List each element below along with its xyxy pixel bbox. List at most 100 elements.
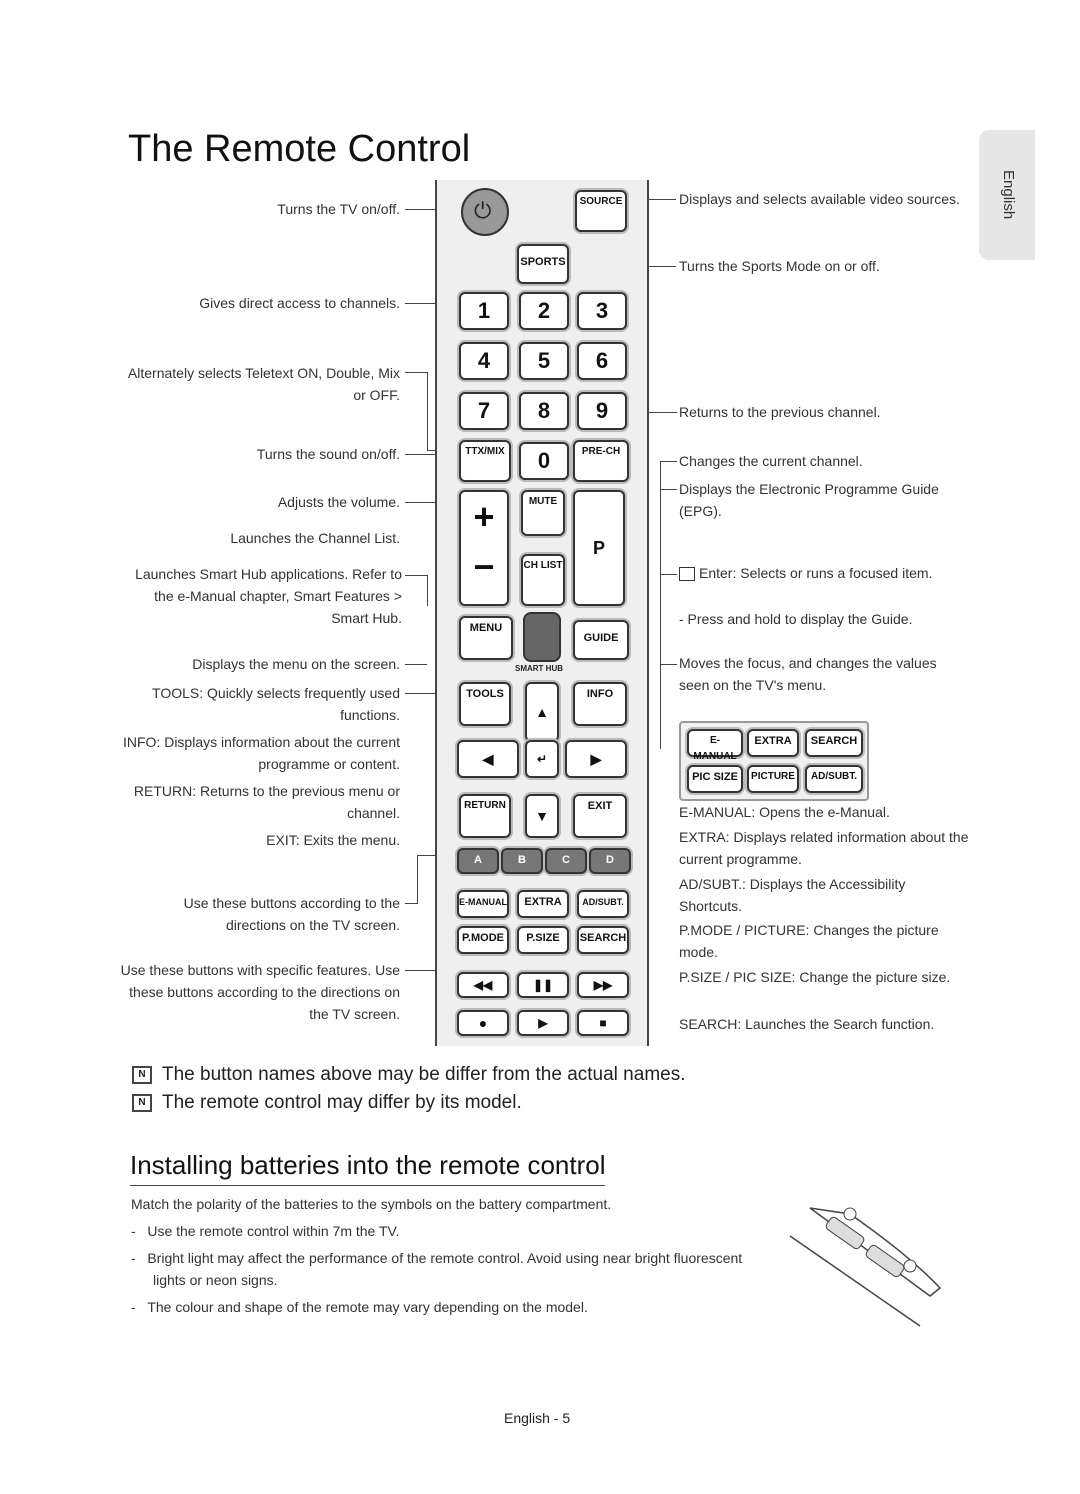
digit-8-button[interactable]: 8 <box>519 392 569 430</box>
callout-psize: P.SIZE / PIC SIZE: Change the picture si… <box>679 969 951 985</box>
pause-button[interactable]: ❚❚ <box>517 972 569 998</box>
up-button[interactable]: ▲ <box>525 682 559 742</box>
leader-line <box>660 489 677 640</box>
callout-volume: Adjusts the volume. <box>277 494 400 510</box>
channel-rocker[interactable]: P <box>573 490 625 606</box>
power-icon: ⏻ <box>474 198 492 223</box>
info-button[interactable]: INFO <box>573 682 627 726</box>
sports-button[interactable]: SPORTS <box>517 244 569 284</box>
panel-extra-button[interactable]: EXTRA <box>747 729 799 757</box>
battery-bullet-3: - The colour and shape of the remote may… <box>131 1299 588 1315</box>
callout-prech: Returns to the previous channel. <box>679 404 881 420</box>
note-icon: N <box>132 1093 152 1112</box>
callout-tools: TOOLS: Quickly selects frequently used f… <box>152 685 400 723</box>
digit-3-button[interactable]: 3 <box>577 292 627 330</box>
down-button[interactable]: ▼ <box>525 794 559 838</box>
left-button[interactable]: ◀ <box>457 740 519 778</box>
guide-button[interactable]: GUIDE <box>573 620 629 660</box>
leader-line <box>660 664 677 749</box>
battery-compartment-illustration <box>789 1207 942 1327</box>
leader-line <box>417 855 444 904</box>
digit-9-button[interactable]: 9 <box>577 392 627 430</box>
callout-return: RETURN: Returns to the previous menu or … <box>133 783 400 821</box>
smart-hub-label: SMART HUB <box>515 664 563 673</box>
menu-button[interactable]: MENU <box>459 616 513 660</box>
leader-line <box>405 575 428 606</box>
panel-search-button[interactable]: SEARCH <box>805 729 863 757</box>
mute-button[interactable]: MUTE <box>521 490 565 536</box>
panel-picture-button[interactable]: PICTURE <box>747 765 799 793</box>
panel-adsubt-button[interactable]: AD/SUBT. <box>805 765 863 793</box>
play-button[interactable]: ▶ <box>517 1010 569 1036</box>
callout-enter: Enter: Selects or runs a focused item. <box>679 562 969 584</box>
p-mode-button[interactable]: P.MODE <box>457 926 509 954</box>
digit-7-button[interactable]: 7 <box>459 392 509 430</box>
record-button[interactable]: ● <box>457 1010 509 1036</box>
leader-line <box>405 903 417 904</box>
leader-line <box>405 693 435 694</box>
page-title: The Remote Control <box>128 128 471 170</box>
exit-button[interactable]: EXIT <box>573 794 627 838</box>
digit-4-button[interactable]: 4 <box>459 342 509 380</box>
callout-adsubt: AD/SUBT.: Displays the Accessibility Sho… <box>679 876 906 914</box>
color-c-button[interactable]: C <box>545 848 587 874</box>
source-button[interactable]: SOURCE <box>575 190 627 232</box>
pre-ch-button[interactable]: PRE-CH <box>573 440 629 482</box>
leader-line <box>405 454 435 455</box>
tools-button[interactable]: TOOLS <box>459 682 511 726</box>
callout-smarthub: Launches Smart Hub applications. Refer t… <box>135 566 402 626</box>
color-b-button[interactable]: B <box>501 848 543 874</box>
leader-line <box>405 303 447 304</box>
return-button[interactable]: RETURN <box>459 794 511 838</box>
fast-forward-button[interactable]: ▶▶ <box>577 972 629 998</box>
power-button[interactable]: ⏻ <box>461 188 509 236</box>
leader-line <box>648 740 677 890</box>
callout-mute: Turns the sound on/off. <box>256 446 400 462</box>
search-button[interactable]: SEARCH <box>577 926 629 954</box>
leader-line <box>628 199 676 200</box>
callout-pmode: P.MODE / PICTURE: Changes the picture mo… <box>679 922 939 960</box>
leader-line <box>660 574 677 685</box>
volume-rocker[interactable]: +− <box>459 490 509 606</box>
digit-2-button[interactable]: 2 <box>519 292 569 330</box>
panel-emanual-button[interactable]: E-MANUAL <box>687 729 743 762</box>
callout-media-buttons: Use these buttons with specific features… <box>120 962 400 1022</box>
callout-emanual: E-MANUAL: Opens the e-Manual. <box>679 804 890 820</box>
digit-6-button[interactable]: 6 <box>577 342 627 380</box>
callout-sports: Turns the Sports Mode on or off. <box>679 258 880 274</box>
section-heading: Installing batteries into the remote con… <box>130 1150 606 1186</box>
leader-line <box>405 372 428 451</box>
leader-line <box>405 209 435 210</box>
callout-enter-guide: - Press and hold to display the Guide. <box>679 611 913 627</box>
callout-arrows: Moves the focus, and changes the values … <box>679 655 937 693</box>
language-tab: English <box>979 130 1035 260</box>
ad-subt-button[interactable]: AD/SUBT. <box>577 890 629 918</box>
ttx-mix-button[interactable]: TTX/MIX <box>459 440 511 482</box>
smart-hub-button[interactable] <box>523 612 561 662</box>
rewind-button[interactable]: ◀◀ <box>457 972 509 998</box>
p-size-button[interactable]: P.SIZE <box>517 926 569 954</box>
callout-source: Displays and selects available video sou… <box>679 191 960 207</box>
right-button[interactable]: ▶ <box>565 740 627 778</box>
ch-list-button[interactable]: CH LIST <box>521 554 565 606</box>
callout-guide: Displays the Electronic Programme Guide … <box>679 481 939 519</box>
enter-icon <box>679 567 695 582</box>
panel-picsize-button[interactable]: PIC SIZE <box>687 765 743 793</box>
page-footer: English - 5 <box>504 1410 571 1426</box>
callout-power: Turns the TV on/off. <box>277 201 400 217</box>
color-a-button[interactable]: A <box>457 848 499 874</box>
color-d-button[interactable]: D <box>589 848 631 874</box>
digit-0-button[interactable]: 0 <box>519 442 569 480</box>
stop-button[interactable]: ■ <box>577 1010 629 1036</box>
callout-search: SEARCH: Launches the Search function. <box>679 1016 935 1032</box>
callout-extra: EXTRA: Displays related information abou… <box>679 829 969 867</box>
digit-1-button[interactable]: 1 <box>459 292 509 330</box>
extra-button[interactable]: EXTRA <box>517 890 569 918</box>
battery-bullet-2: - Bright light may affect the performanc… <box>131 1250 743 1288</box>
e-manual-button[interactable]: E-MANUAL <box>457 890 509 918</box>
callout-channel: Changes the current channel. <box>679 453 863 469</box>
callout-info: INFO: Displays information about the cur… <box>122 734 400 772</box>
digit-5-button[interactable]: 5 <box>519 342 569 380</box>
enter-button[interactable]: ↵ <box>525 740 559 778</box>
